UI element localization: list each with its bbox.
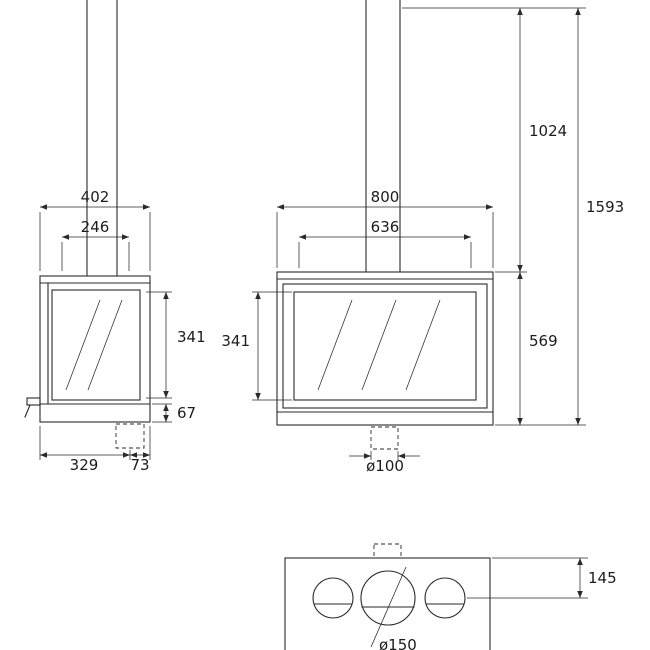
front-body-outline [276, 271, 494, 426]
side-door-handle-lever [24, 404, 31, 418]
dim-width-overall: 800 [371, 188, 400, 206]
dim-total-height: 1593 [586, 198, 624, 216]
front-glass-hatch-2 [361, 299, 397, 391]
dim-plinth-height: 67 [177, 404, 196, 422]
dim-body-height: 569 [529, 332, 558, 350]
side-body-outline [39, 275, 151, 423]
leader-line-flue-diameter [370, 566, 407, 648]
top-view [284, 543, 491, 650]
dim-depth-inner: 246 [81, 218, 110, 236]
top-hidden-rear-outlet [373, 543, 402, 559]
front-view-dimensions: 800 636 341 1024 569 1593 ø100 [221, 7, 624, 475]
dim-side-glass-height: 341 [177, 328, 206, 346]
front-door-frame [282, 283, 488, 409]
side-view [24, 0, 151, 449]
dim-width-inner: 636 [371, 218, 400, 236]
dim-outlet-from-front: 329 [70, 456, 99, 474]
dim-depth-overall: 402 [81, 188, 110, 206]
front-view [276, 0, 494, 450]
top-center-flue-circle [360, 570, 416, 626]
dim-front-glass-height: 341 [221, 332, 250, 350]
side-glass-hatch-2 [87, 299, 123, 391]
dim-flue-height: 1024 [529, 122, 567, 140]
top-view-dimensions: 145 ø150 [370, 557, 617, 650]
front-glass [293, 291, 477, 401]
dim-outlet-from-rear: 73 [130, 456, 149, 474]
side-door-handle [26, 397, 41, 406]
dim-flue-rear-offset: 145 [588, 569, 617, 587]
top-right-outlet-circle [424, 577, 466, 619]
front-hidden-bottom-outlet [370, 426, 399, 450]
side-glass-frame [51, 289, 141, 401]
front-glass-hatch-1 [317, 299, 353, 391]
front-glass-hatch-3 [405, 299, 441, 391]
side-view-dimensions: 402 246 341 67 329 73 [39, 188, 206, 474]
side-hidden-bottom-outlet [115, 423, 145, 449]
side-glass-hatch-1 [65, 299, 101, 391]
dim-flue-diameter: ø150 [379, 636, 417, 650]
dim-bottom-outlet-diameter: ø100 [366, 457, 404, 475]
top-body-outline [284, 557, 491, 650]
top-left-outlet-circle [312, 577, 354, 619]
